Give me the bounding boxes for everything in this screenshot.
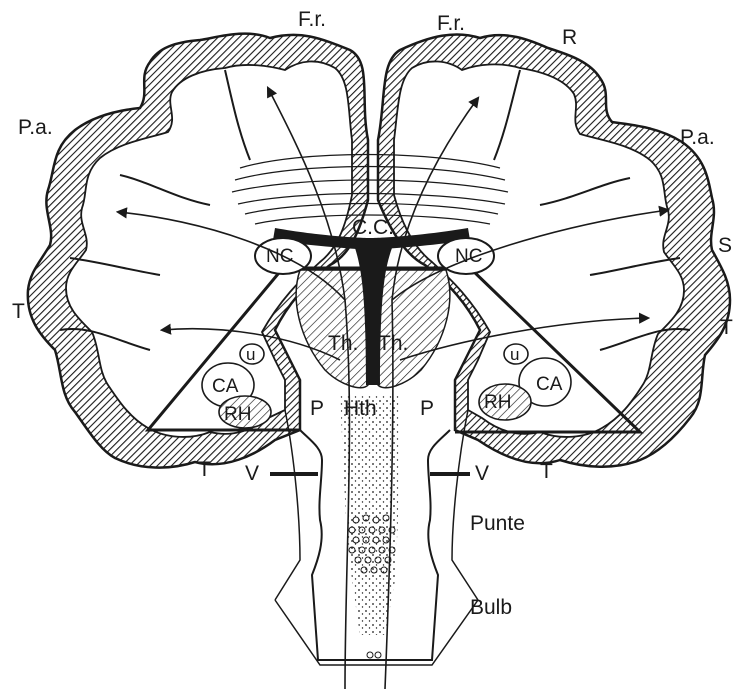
label-punte: Punte (470, 512, 525, 535)
label-p-left: P (310, 397, 324, 420)
label-nc-left: NC (266, 246, 293, 267)
label-rh-right: RH (484, 392, 511, 413)
label-p-right: P (420, 397, 434, 420)
label-hth: Hth (344, 397, 377, 420)
thalamus-right (378, 270, 450, 388)
label-pa-right: P.a. (680, 126, 715, 149)
label-t-low-left: T (198, 458, 211, 481)
label-pa-left: P.a. (18, 116, 53, 139)
label-t-low-right: T (540, 460, 553, 483)
label-ca-right: CA (536, 374, 563, 395)
label-th-left: Th. (328, 332, 358, 355)
label-v-left: V (245, 462, 259, 485)
label-u-left: u (246, 345, 255, 364)
label-fr-right: F.r. (437, 12, 465, 35)
label-ca-left: CA (212, 376, 239, 397)
label-bulb: Bulb (470, 596, 512, 619)
label-rh-left: RH (224, 404, 251, 425)
label-fr-left: F.r. (298, 8, 326, 31)
label-t-left: T (12, 300, 25, 323)
label-v-right: V (475, 462, 489, 485)
label-u-right: u (510, 345, 519, 364)
label-t-right: T (720, 316, 733, 339)
label-r: R (562, 26, 577, 49)
label-s: S (718, 234, 732, 257)
label-nc-right: NC (455, 246, 482, 267)
label-th-right: Th. (378, 332, 408, 355)
label-cc: C.C. (352, 216, 394, 239)
